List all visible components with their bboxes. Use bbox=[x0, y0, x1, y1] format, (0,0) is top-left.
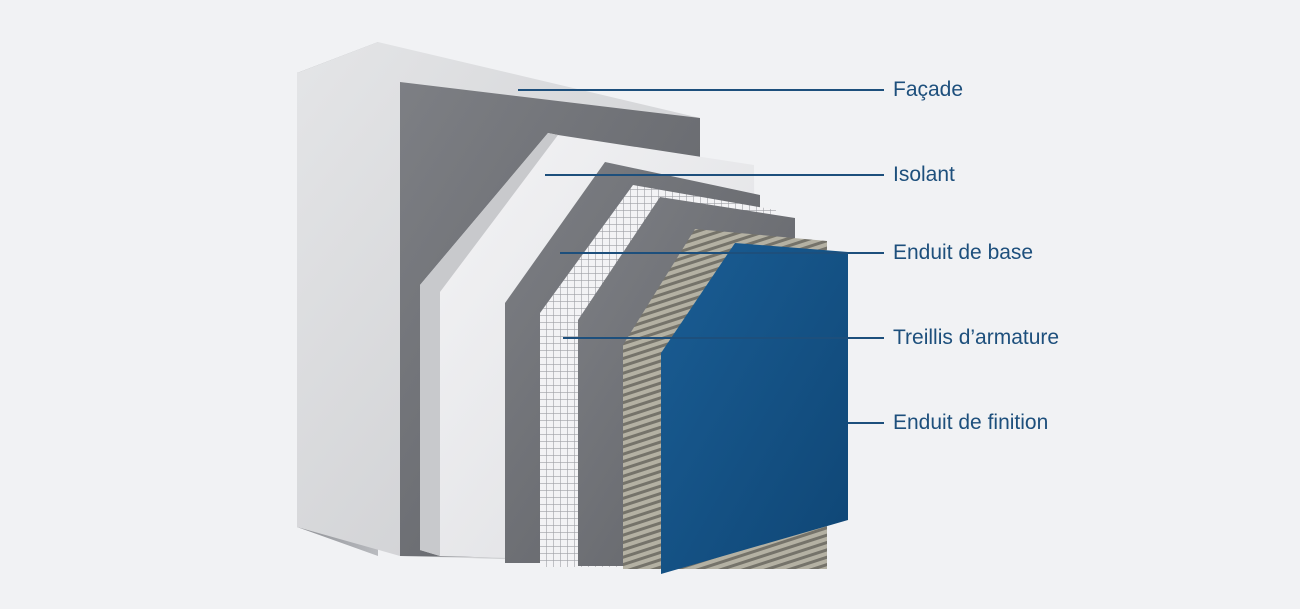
label-enduit-finition: Enduit de finition bbox=[893, 411, 1049, 434]
label-treillis: Treillis d’armature bbox=[893, 326, 1060, 349]
label-isolant: Isolant bbox=[893, 163, 955, 186]
label-enduit-base: Enduit de base bbox=[893, 241, 1034, 264]
insulation-edge-face bbox=[420, 133, 558, 556]
label-facade: Façade bbox=[893, 78, 964, 101]
finish-render-layer bbox=[661, 243, 848, 574]
